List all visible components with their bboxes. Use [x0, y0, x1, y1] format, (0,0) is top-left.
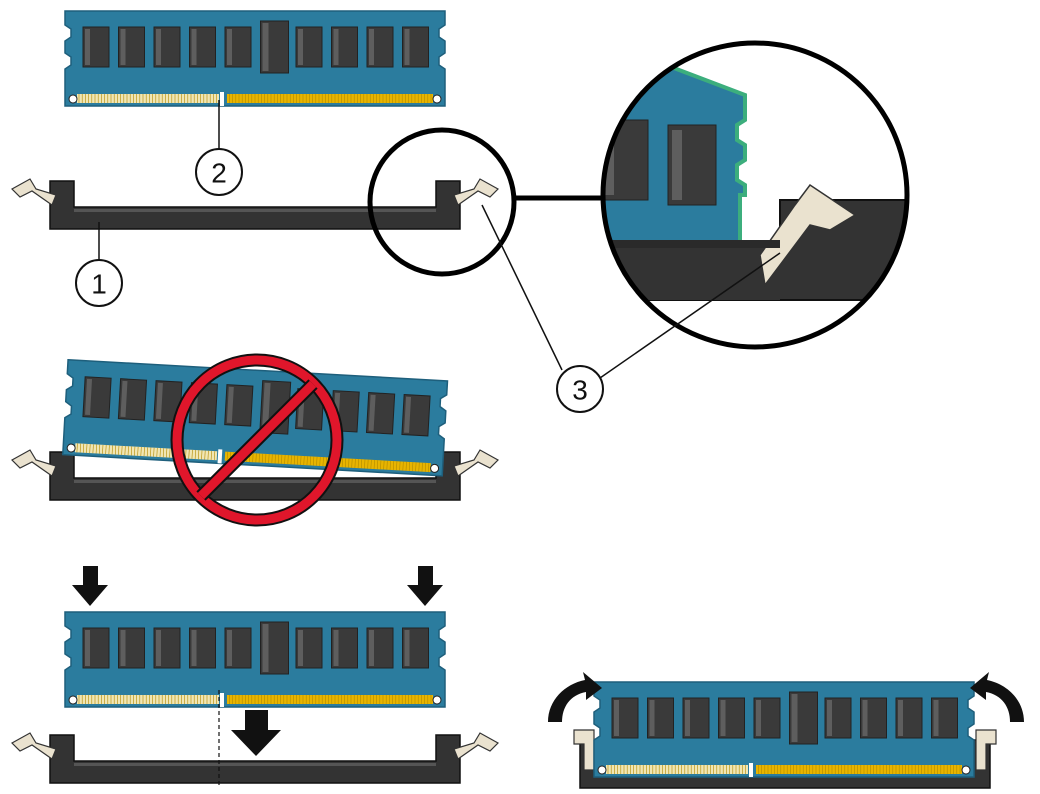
- chip-shine: [404, 630, 410, 666]
- chip-shine: [369, 29, 374, 65]
- dimm-contacts-left: [77, 94, 219, 103]
- chip-shine: [85, 378, 93, 416]
- chip-shine: [120, 630, 126, 666]
- down-arrow-left: [72, 566, 108, 606]
- ejector-lever: [453, 449, 499, 477]
- dimm-contacts-right: [227, 695, 433, 704]
- chip-shine: [862, 700, 868, 736]
- dimm-contacts-left: [606, 765, 748, 774]
- dimm-hole-left: [68, 94, 78, 104]
- slot-middle: [11, 449, 499, 501]
- chip-shine: [85, 29, 90, 65]
- dimm-key-notch: [220, 92, 224, 106]
- ejector-lever: [975, 729, 997, 771]
- dimm-top: [64, 10, 446, 107]
- chip-shine: [333, 630, 339, 666]
- callout-2-label: 2: [211, 158, 227, 189]
- dimm-key-notch: [217, 449, 223, 464]
- dimm-hole-right: [432, 695, 442, 705]
- chip-shine: [404, 29, 410, 65]
- down-arrow-right: [407, 566, 443, 606]
- chip-shine: [933, 700, 939, 736]
- chip-shine: [120, 29, 126, 65]
- dimm-hole-right: [961, 765, 971, 775]
- dimm-hole-right: [430, 463, 440, 473]
- dimm-contacts-right: [756, 765, 962, 774]
- chip-shine: [720, 700, 726, 736]
- chip-shine: [191, 630, 197, 666]
- chip-shine: [404, 396, 412, 433]
- chip-shine: [298, 630, 303, 666]
- ejector-lever: [453, 178, 499, 206]
- dimm-key-notch: [220, 693, 224, 707]
- dimm-seated: [593, 681, 975, 778]
- ejector-lever-left: [11, 178, 57, 206]
- chip-shine: [333, 29, 339, 65]
- chip-shine: [649, 700, 655, 736]
- ejector-lever-left: [11, 449, 57, 477]
- chip-shine: [262, 624, 269, 672]
- dimm-slot: [49, 180, 461, 230]
- chip-shine: [120, 380, 128, 418]
- callout-3: 3: [481, 204, 781, 413]
- dimm-hole-left: [597, 765, 607, 775]
- prohibited-icon: [170, 353, 344, 527]
- lever-close-arrow-right: [970, 672, 1024, 722]
- detail-highlight-circle: [367, 127, 517, 277]
- chip-shine: [227, 630, 232, 666]
- chip-shine: [898, 700, 903, 736]
- chip-shine: [227, 29, 232, 65]
- callout-3-label: 3: [572, 375, 588, 406]
- chip-shine: [155, 382, 163, 420]
- chip-shine: [262, 23, 269, 71]
- chip-shine: [261, 382, 271, 432]
- dimm-tilted: [61, 358, 449, 477]
- chip-shine: [368, 394, 376, 431]
- dimm-hole-right: [432, 94, 442, 104]
- ejector-lever-left: [11, 732, 57, 760]
- chip-shine: [156, 630, 161, 666]
- slot-top: [11, 178, 499, 230]
- callout-1-label: 1: [91, 269, 107, 300]
- chip-shine: [791, 694, 798, 742]
- callout-1: 1: [75, 222, 123, 307]
- dimm-contacts-right: [227, 94, 433, 103]
- dimm-contacts-left: [77, 695, 219, 704]
- ejector-lever-left: [573, 729, 595, 771]
- chip-shine: [685, 700, 690, 736]
- chip-shine: [85, 630, 90, 666]
- chip-shine: [756, 700, 761, 736]
- dimm-hole-left: [66, 443, 76, 453]
- chip-shine: [614, 700, 619, 736]
- chip-shine: [226, 386, 234, 423]
- dimm-hole-left: [68, 695, 78, 705]
- down-arrow-center: [231, 710, 281, 756]
- dimm-key-notch: [749, 763, 753, 777]
- dimm-press: [64, 611, 446, 708]
- chip-shine: [191, 29, 197, 65]
- ejector-lever: [453, 732, 499, 760]
- slot-bottom-left: [11, 732, 499, 784]
- chip-shine: [156, 29, 161, 65]
- chip-shine: [298, 29, 303, 65]
- chip-shine: [827, 700, 832, 736]
- zoom-detail: [600, 40, 910, 350]
- lever-close-arrow-left: [548, 672, 602, 722]
- chip-shine: [369, 630, 374, 666]
- dimm-slot: [49, 734, 461, 784]
- callout-2: 2: [195, 100, 243, 196]
